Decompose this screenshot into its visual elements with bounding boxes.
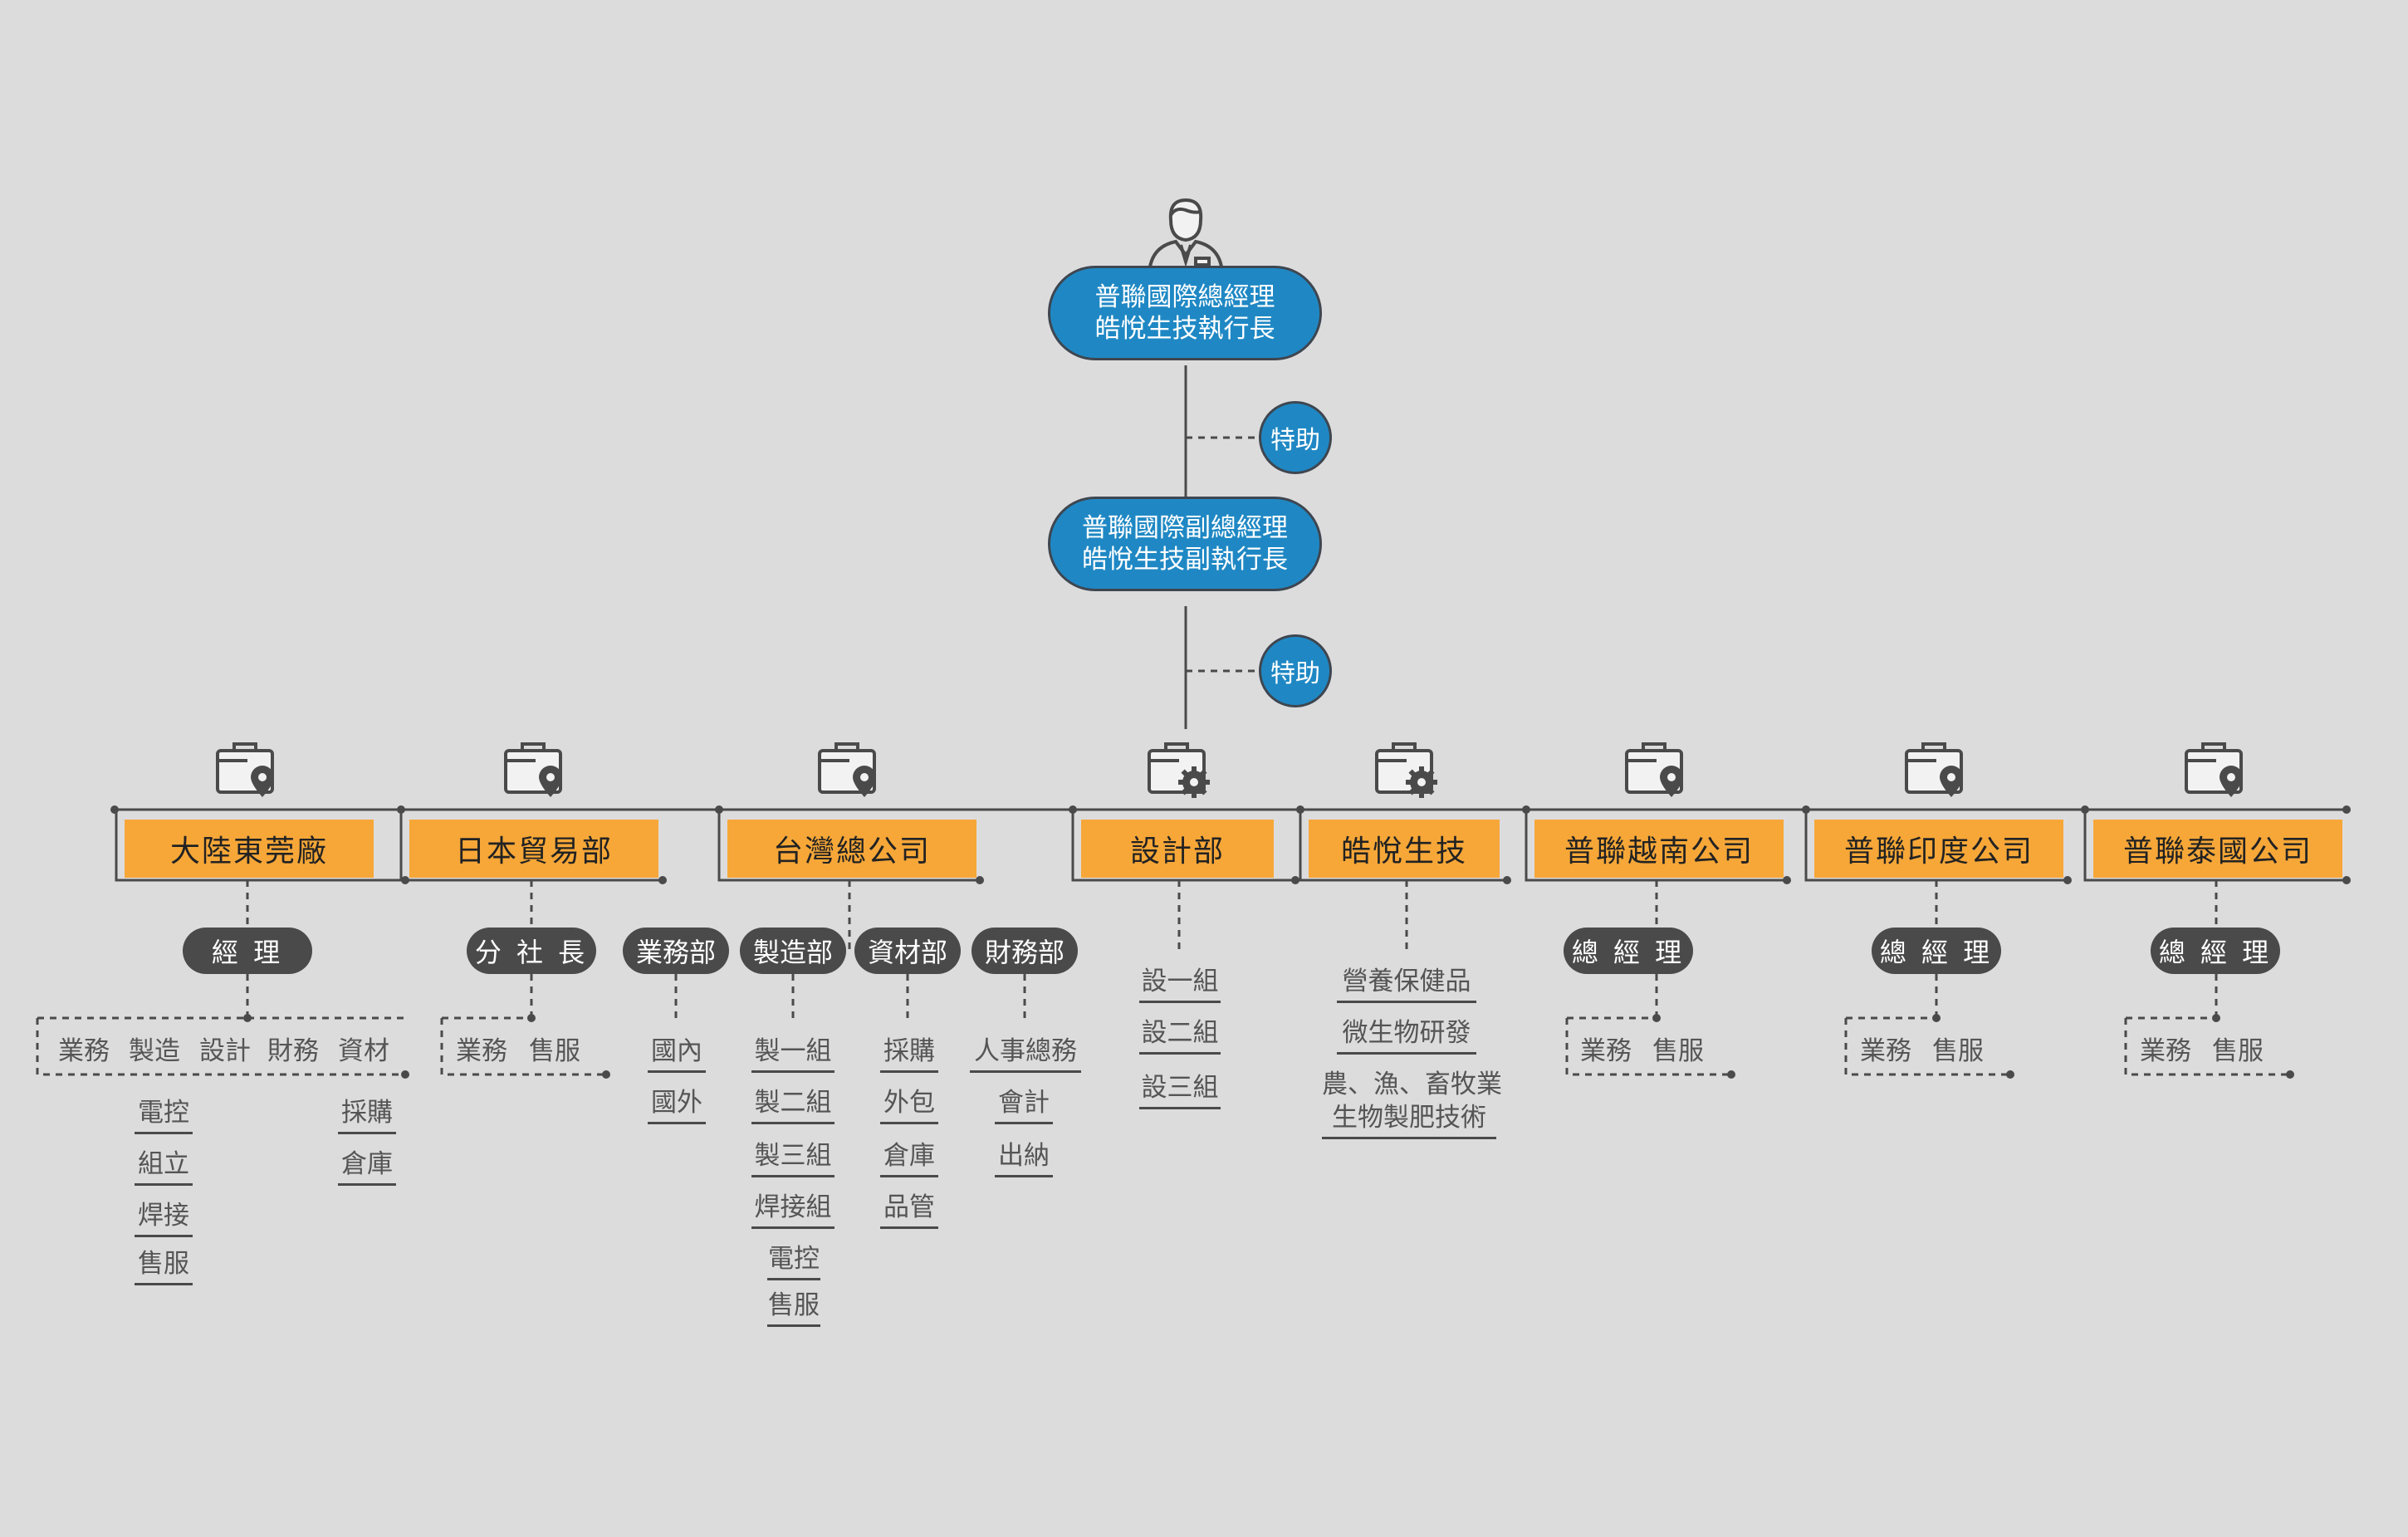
thailand-unit: 售服 [2212, 1036, 2264, 1066]
dept-dongguan: 大陸東莞廠 [116, 812, 405, 898]
taiwan-finance-team: 人事總務 [970, 1030, 1081, 1073]
taiwan-mfg-team: 製二組 [751, 1081, 834, 1124]
dept-vietnam-label: 普聯越南公司 [1534, 820, 1784, 878]
japan-unit: 售服 [529, 1036, 580, 1066]
dept-biotech-label: 皓悅生技 [1309, 820, 1500, 878]
dongguan-manager: 經 理 [183, 928, 312, 974]
ceo-node: 普聯國際總經理 皓悅生技執行長 [1048, 266, 1322, 360]
dept-india: 普聯印度公司 [1806, 812, 2068, 898]
briefcase-location-icon [818, 742, 876, 797]
dongguan-mfg-team: 組立 [135, 1143, 193, 1186]
dept-design: 設計部 [1073, 812, 1295, 898]
biotech-unit: 營養保健品 [1337, 960, 1476, 1003]
briefcase-location-icon [1625, 742, 1683, 797]
dongguan-unit: 設計 [199, 1036, 251, 1066]
ceo-title-2: 皓悅生技執行長 [1094, 314, 1275, 344]
taiwan-sales-team: 國外 [648, 1081, 706, 1124]
taiwan-sales-dept: 業務部 [623, 928, 729, 974]
briefcase-gear-icon [1148, 742, 1210, 798]
taiwan-mfg-team: 售服 [767, 1284, 820, 1327]
taiwan-mfg-team: 製一組 [751, 1030, 834, 1073]
taiwan-materials-team: 採購 [880, 1030, 938, 1073]
dongguan-mfg-team: 焊接 [135, 1194, 193, 1237]
biotech-unit: 生物製肥技術 [1322, 1096, 1496, 1139]
india-gm: 總 經 理 [1872, 928, 2001, 974]
briefcase-gear-icon [1375, 742, 1437, 798]
biotech-unit: 微生物研發 [1337, 1011, 1476, 1055]
person-icon [1148, 198, 1224, 274]
vietnam-unit: 業務 [1580, 1036, 1632, 1066]
ceo-assistant-node: 特助 [1259, 401, 1332, 474]
taiwan-materials-dept: 資材部 [854, 928, 961, 974]
design-team: 設三組 [1139, 1066, 1221, 1109]
vietnam-gm: 總 經 理 [1564, 928, 1693, 974]
dongguan-mfg-team: 售服 [135, 1242, 193, 1285]
japan-branch-head: 分 社 長 [467, 928, 596, 974]
briefcase-location-icon [504, 742, 562, 797]
taiwan-mfg-team: 製三組 [751, 1134, 834, 1177]
dongguan-materials-team: 採購 [338, 1091, 396, 1134]
india-unit: 售服 [1932, 1036, 1984, 1066]
vietnam-unit: 售服 [1652, 1036, 1704, 1066]
dept-biotech: 皓悅生技 [1300, 812, 1507, 898]
japan-unit: 業務 [456, 1036, 507, 1066]
taiwan-materials-team: 品管 [880, 1186, 938, 1229]
dept-taiwan-label: 台灣總公司 [727, 820, 976, 878]
briefcase-location-icon [2185, 742, 2243, 797]
design-team: 設二組 [1139, 1011, 1221, 1055]
dept-japan: 日本貿易部 [401, 812, 663, 898]
india-unit: 業務 [1860, 1036, 1911, 1066]
vice-title-2: 皓悅生技副執行長 [1082, 545, 1288, 575]
vice-assistant-node: 特助 [1259, 634, 1332, 707]
vice-node: 普聯國際副總經理 皓悅生技副執行長 [1048, 497, 1322, 591]
dongguan-unit: 財務 [267, 1036, 319, 1066]
taiwan-finance-team: 會計 [995, 1081, 1053, 1124]
dongguan-unit: 業務 [58, 1036, 110, 1066]
dept-japan-label: 日本貿易部 [409, 820, 658, 878]
dept-thailand: 普聯泰國公司 [2085, 812, 2347, 898]
taiwan-finance-team: 出納 [995, 1134, 1053, 1177]
dept-dongguan-label: 大陸東莞廠 [125, 820, 374, 878]
ceo-title-1: 普聯國際總經理 [1094, 282, 1275, 312]
dongguan-materials-team: 倉庫 [338, 1143, 396, 1186]
dept-taiwan: 台灣總公司 [719, 812, 980, 898]
thailand-gm: 總 經 理 [2151, 928, 2280, 974]
dept-vietnam: 普聯越南公司 [1526, 812, 1787, 898]
dept-thailand-label: 普聯泰國公司 [2093, 820, 2342, 878]
dongguan-unit: 製造 [129, 1036, 180, 1066]
dept-india-label: 普聯印度公司 [1814, 820, 2063, 878]
dept-design-label: 設計部 [1081, 820, 1274, 878]
biotech-unit: 農、漁、畜牧業 [1322, 1070, 1502, 1099]
taiwan-materials-team: 倉庫 [880, 1134, 938, 1177]
taiwan-mfg-team: 電控 [767, 1237, 820, 1280]
taiwan-materials-team: 外包 [880, 1081, 938, 1124]
taiwan-sales-team: 國內 [648, 1030, 706, 1073]
taiwan-mfg-team: 焊接組 [751, 1186, 834, 1229]
dongguan-unit: 資材 [338, 1036, 389, 1066]
dongguan-mfg-team: 電控 [135, 1091, 193, 1134]
design-team: 設一組 [1139, 960, 1221, 1003]
taiwan-mfg-dept: 製造部 [740, 928, 846, 974]
briefcase-location-icon [216, 742, 274, 797]
thailand-unit: 業務 [2140, 1036, 2191, 1066]
vice-title-1: 普聯國際副總經理 [1082, 513, 1288, 543]
briefcase-location-icon [1905, 742, 1963, 797]
taiwan-finance-dept: 財務部 [972, 928, 1078, 974]
